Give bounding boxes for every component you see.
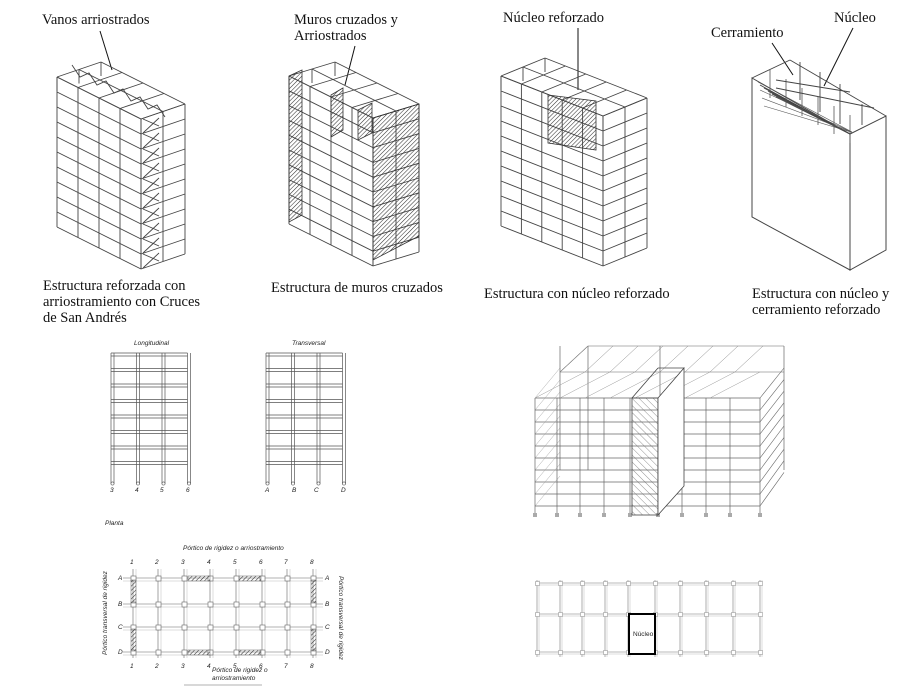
isometric-core-frame [533, 345, 785, 517]
plan-col-top-7: 7 [284, 559, 288, 566]
braced-frame-panel: Vanos arriostrados Estructura reforzada … [42, 12, 200, 326]
plan-col-bottom-1: 1 [130, 663, 134, 670]
core-floor-plan: Núcleo [535, 580, 763, 657]
braced-building-drawing [56, 61, 186, 270]
plan-row-right-B: B [325, 601, 330, 608]
braced-bays-leader [99, 30, 113, 71]
plan-row-left-D: D [118, 649, 123, 656]
plan-col-top-5: 5 [233, 559, 237, 566]
cross-walls-leader [344, 45, 356, 86]
axis-label-3: 3 [110, 487, 114, 494]
cross-walls-caption: Estructura de muros cruzados [271, 280, 443, 296]
plan-col-top-4: 4 [207, 559, 211, 566]
plan-col-bottom-3: 3 [181, 663, 185, 670]
cross-walls-label-line-1: Muros cruzados y [294, 12, 399, 28]
braced-caption-line-2: arriostramiento con Cruces [43, 294, 200, 310]
floor-plan: Planta Pórtico de rigidez o arriostramie… [102, 520, 344, 686]
plan-side-label-left: Pórtico transversal de rigidez [102, 570, 109, 655]
plan-row-right-D: D [325, 649, 330, 656]
axis-label-B: B [292, 487, 297, 494]
plan-col-bottom-7: 7 [284, 663, 288, 670]
plan-col-bottom-5: 5 [233, 663, 237, 670]
reinforced-core-caption: Estructura con núcleo reforzado [484, 286, 670, 302]
plan-row-left-B: B [118, 601, 123, 608]
plan-col-top-3: 3 [181, 559, 185, 566]
plan-side-label-right: Pórtico transversal de rigidez [337, 576, 344, 661]
plan-col-top-6: 6 [259, 559, 263, 566]
braced-bays-label: Vanos arriostrados [42, 12, 150, 28]
longitudinal-title: Longitudinal [134, 340, 170, 347]
core-outline [628, 613, 656, 655]
reinforced-core-panel: Núcleo reforzado Estructura con núcleo r… [484, 10, 670, 302]
cross-walls-building-drawing [288, 61, 420, 267]
axis-label-C: C [314, 487, 319, 494]
core-enclosure-caption-line-2: cerramiento reforzado [752, 302, 880, 318]
reinforced-core-building-drawing [500, 57, 648, 267]
axis-label-4: 4 [135, 487, 139, 494]
core-label: Núcleo [834, 10, 876, 26]
enclosed-building-drawing [751, 59, 887, 271]
core-enclosure-caption-line-1: Estructura con núcleo y [752, 286, 890, 302]
core-and-enclosure-panel: Cerramiento Núcleo Estructura con núcleo… [711, 10, 890, 318]
braced-caption-line-1: Estructura reforzada con [43, 278, 186, 294]
cross-walls-label-line-2: Arriostrados [294, 28, 367, 44]
plan-col-top-1: 1 [130, 559, 134, 566]
braced-caption-line-3: de San Andrés [43, 310, 127, 326]
plan-col-bottom-6: 6 [259, 663, 263, 670]
plan-top-label: Pórtico de rigidez o arriostramiento [183, 545, 284, 552]
plan-bottom-label-line-1: Pórtico de rigidez o [212, 667, 268, 674]
axis-label-6: 6 [186, 487, 190, 494]
enclosure-label: Cerramiento [711, 25, 783, 41]
plan-col-bottom-8: 8 [310, 663, 314, 670]
plan-row-right-C: C [325, 624, 330, 631]
plan-title: Planta [105, 520, 124, 527]
plan-col-top-2: 2 [154, 559, 159, 566]
plan-col-bottom-2: 2 [154, 663, 159, 670]
reinforced-core-label: Núcleo reforzado [503, 10, 604, 26]
core-plan-label: Núcleo [633, 631, 654, 638]
transversal-title: Transversal [292, 340, 326, 347]
transversal-elevation: Transversal A B C D [264, 340, 346, 494]
plan-col-bottom-4: 4 [207, 663, 211, 670]
axis-label-A: A [264, 487, 269, 494]
cross-walls-panel: Muros cruzados y Arriostrados Estructura… [271, 12, 443, 296]
plan-row-right-A: A [324, 575, 329, 582]
plan-row-left-A: A [117, 575, 122, 582]
plan-bottom-label-line-2: arriostramiento [212, 675, 256, 682]
axis-label-5: 5 [160, 487, 164, 494]
enclosure-leader [771, 42, 794, 76]
plan-col-top-8: 8 [310, 559, 314, 566]
plan-row-left-C: C [118, 624, 123, 631]
axis-label-D: D [341, 487, 346, 494]
core-leader [823, 27, 854, 87]
longitudinal-elevation: Longitudinal 3 4 5 6 [110, 340, 191, 494]
